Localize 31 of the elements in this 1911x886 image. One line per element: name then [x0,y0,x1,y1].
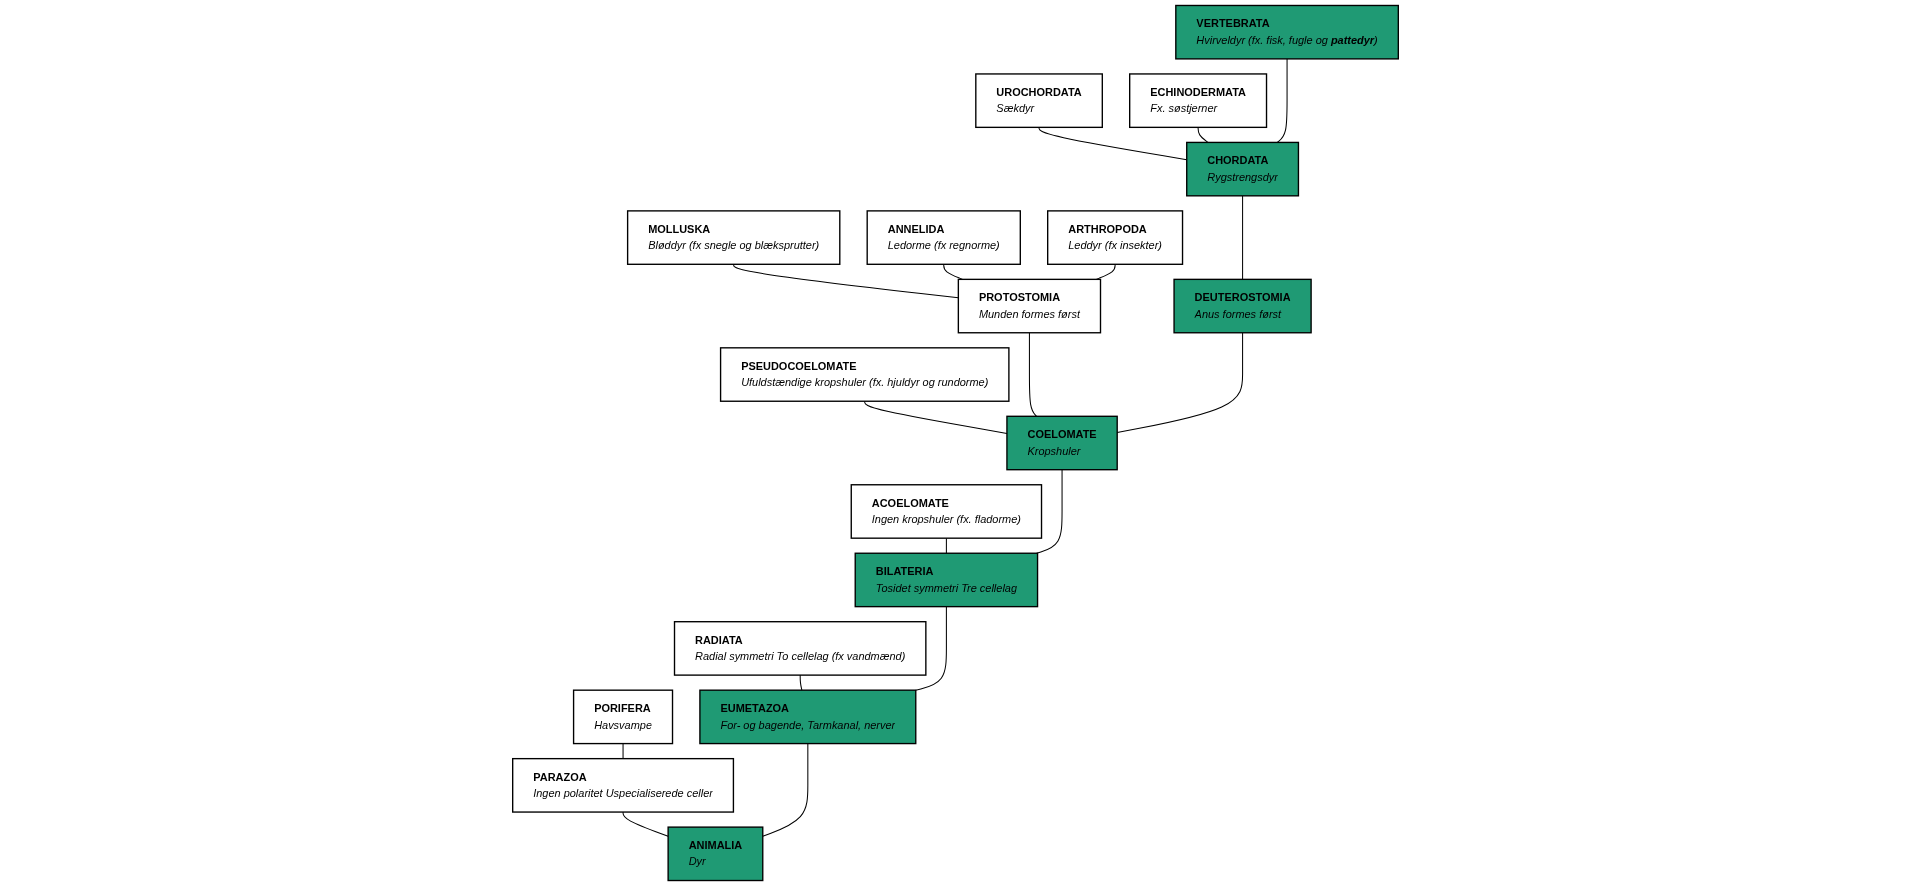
node-box: DEUTEROSTOMIA Anus formes først [1173,278,1312,334]
node-box: PROTOSTOMIA Munden formes først [957,278,1102,334]
connector [799,674,803,691]
connector [1242,195,1244,280]
node-box: RADIATA Radial symmetri To cellelag (fx vandmænd) [673,621,927,676]
node-box: ARTHROPODA Leddyr (fx insekter) [1047,210,1184,265]
node-box: PARAZOA Ingen polaritet Uspecialiserede celler [512,757,735,813]
node-box: EUMETAZOA For- og bagende, Tarmkanal, nerver [699,689,917,745]
connector [733,263,959,299]
node-box: PORIFERA Havsvampe [572,689,674,745]
node-box: ECHINODERMATA Fx. søstjerner [1129,73,1268,129]
node-box: COELOMATE Kropshuler [1006,415,1118,471]
node-box: UROCHORDATA Sækdyr [975,73,1103,129]
node-box: ANIMALIA Dyr [667,826,764,882]
connector [945,537,947,554]
connector [1028,332,1038,417]
node-box: ACOELOMATE Ingen kropshuler (fx. fladorme) [850,484,1043,539]
connector [762,743,809,837]
connector [1276,58,1288,143]
node-box: MOLLUSKA Bløddyr (fx snegle og blæksprutter) [626,210,841,265]
connector [622,743,624,760]
node-box: PSEUDOCOELOMATE Ufuldstændige kropshuler (fx. hjuldyr og rundorme) [719,347,1010,402]
connector [622,811,669,837]
node-box: CHORDATA Rygstrengsdyr [1186,141,1300,197]
connector [915,606,947,691]
node-box: BILATERIA Tosidet symmetri Tre cellelag [854,552,1039,608]
node-box: ANNELIDA Ledorme (fx regnorme) [866,210,1021,265]
connector [1197,126,1209,143]
connector [1095,263,1116,280]
node-box: VERTEBRATA Hvirveldyr (fx. fisk, fugle og pattedyr) [1175,4,1399,60]
connector [1036,469,1063,554]
